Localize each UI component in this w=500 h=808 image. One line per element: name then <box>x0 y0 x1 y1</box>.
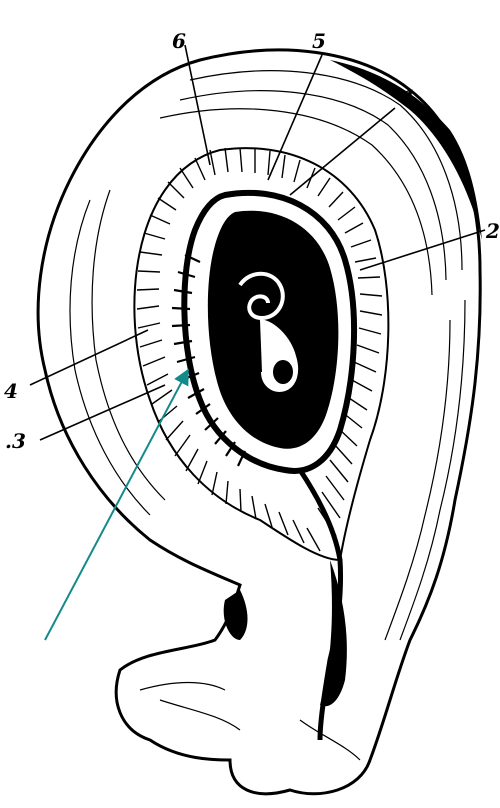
label-4: 4 <box>4 379 18 403</box>
label-6: 6 <box>172 29 186 53</box>
label-2: 2 <box>485 219 500 243</box>
label-3: .3 <box>5 429 26 453</box>
label-1: 1 <box>402 85 416 109</box>
label-5: 5 <box>312 29 326 53</box>
